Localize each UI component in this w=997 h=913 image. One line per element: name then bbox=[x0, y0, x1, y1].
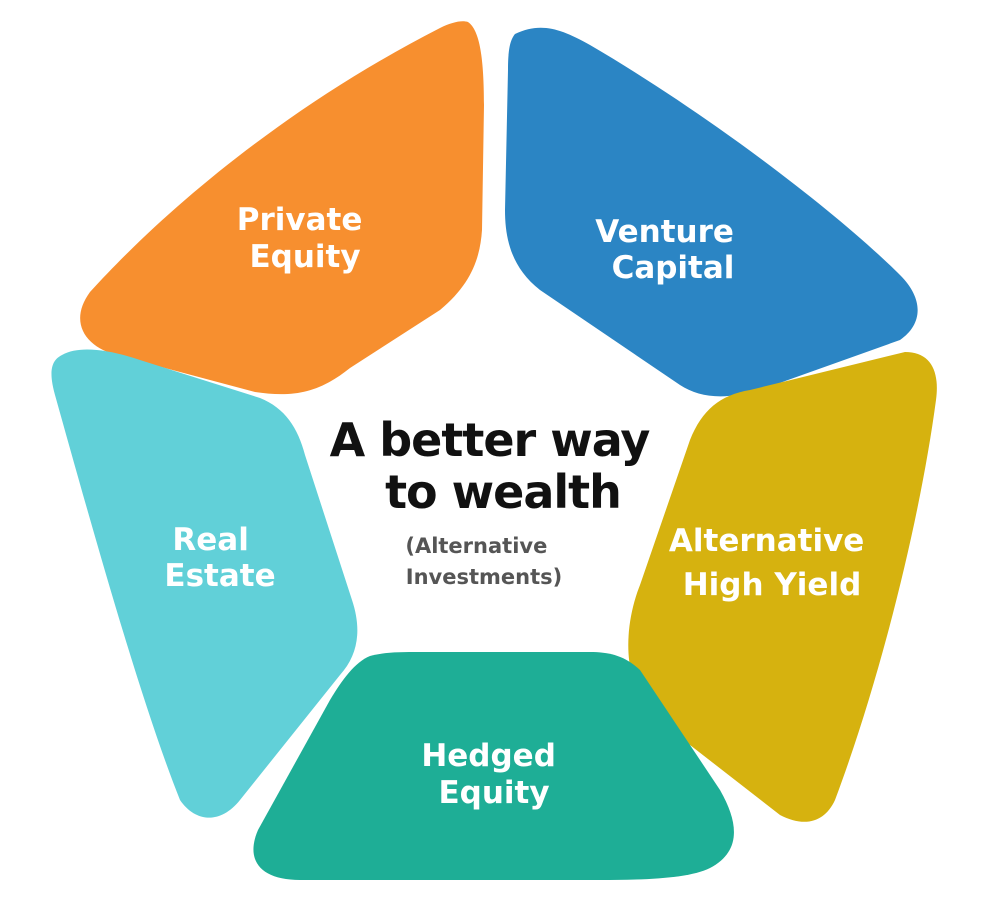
segment-label-alternative-high-yield-line1: Alternative bbox=[669, 523, 864, 559]
svg-text:Venture Capital: Venture Capital bbox=[595, 214, 744, 286]
svg-text:Real Estate: Real Estate bbox=[164, 522, 275, 594]
segment-shape-hedged-equity bbox=[253, 652, 734, 880]
svg-text:Alternative High Yield: Alternative High Yield bbox=[669, 523, 875, 603]
segment-private-equity: Private Equity bbox=[80, 21, 485, 395]
segment-shape-private-equity bbox=[80, 21, 485, 395]
svg-text:Hedged Equity: Hedged Equity bbox=[421, 738, 566, 811]
segment-shape-alternative-high-yield bbox=[628, 352, 937, 822]
segment-label-private-equity-line2: Equity bbox=[249, 239, 360, 275]
segment-label-hedged-equity-line1: Hedged bbox=[421, 738, 556, 774]
svg-text:(Alternative Investments: (Alternative Investments) bbox=[405, 534, 562, 589]
segment-label-hedged-equity-line2: Equity bbox=[438, 775, 549, 811]
segment-hedged-equity: Hedged Equity bbox=[253, 652, 734, 880]
segment-alternative-high-yield: Alternative High Yield bbox=[628, 352, 937, 822]
segment-label-real-estate-line2: Estate bbox=[164, 558, 275, 594]
segment-venture-capital: Venture Capital bbox=[505, 27, 918, 397]
svg-text:A better way to wealth: A better way to wealth bbox=[330, 413, 665, 519]
center-subtitle-line1: (Alternative bbox=[405, 534, 547, 558]
center-text: A better way to wealth (Alternative Inve… bbox=[330, 413, 665, 589]
segment-label-venture-capital-line1: Venture bbox=[595, 214, 734, 250]
center-subtitle-line2: Investments) bbox=[406, 565, 562, 589]
segment-label-venture-capital-line2: Capital bbox=[612, 250, 735, 286]
segment-label-real-estate-line1: Real bbox=[172, 522, 248, 558]
segment-real-estate: Real Estate bbox=[51, 349, 358, 818]
center-title-line1: A better way bbox=[330, 413, 651, 467]
svg-text:Private Equity: Private Equity bbox=[237, 202, 373, 275]
segment-shape-real-estate bbox=[51, 349, 358, 818]
segment-label-alternative-high-yield-line2: High Yield bbox=[683, 567, 862, 603]
center-title-line2: to wealth bbox=[385, 465, 621, 519]
segment-label-private-equity-line1: Private bbox=[237, 202, 363, 238]
segment-shape-venture-capital bbox=[505, 27, 918, 397]
